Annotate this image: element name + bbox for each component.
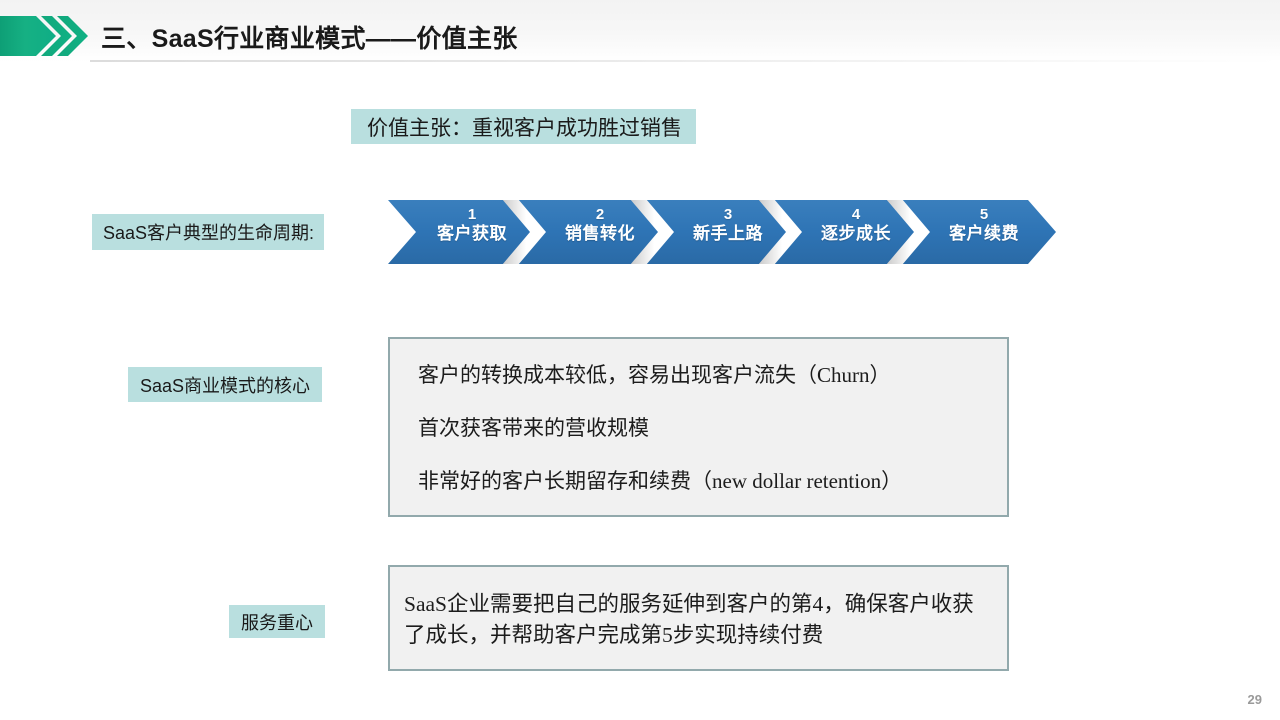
- header-band: [0, 0, 1280, 62]
- core-line-1: 客户的转换成本较低，容易出现客户流失（Churn）: [418, 363, 891, 387]
- service-focus-paragraph: SaaS企业需要把自己的服务延伸到客户的第4，确保客户收获了成长，并帮助客户完成…: [404, 592, 974, 647]
- core-line-3: 非常好的客户长期留存和续费（new dollar retention）: [418, 469, 903, 493]
- core-line-2: 首次获客带来的营收规模: [418, 416, 649, 440]
- core-model-box: 客户的转换成本较低，容易出现客户流失（Churn） 首次获客带来的营收规模 非常…: [388, 337, 1009, 517]
- value-proposition-banner: 价值主张：重视客户成功胜过销售: [351, 109, 696, 144]
- service-focus-box: SaaS企业需要把自己的服务延伸到客户的第4，确保客户收获了成长，并帮助客户完成…: [388, 565, 1009, 671]
- service-focus-label: 服务重心: [229, 605, 325, 638]
- lifecycle-chevron-pipeline: 1 客户获取 2 销售转化 3 新手上路 4 逐步成长 5 客户续费: [388, 200, 1056, 264]
- header-divider: [90, 60, 1280, 62]
- lifecycle-label: SaaS客户典型的生命周期:: [92, 214, 325, 250]
- page-title: 三、SaaS行业商业模式——价值主张: [101, 25, 518, 53]
- core-model-label: SaaS商业模式的核心: [128, 367, 323, 402]
- page-number: 29: [1247, 692, 1262, 707]
- green-double-chevron-marker-icon: [0, 14, 88, 58]
